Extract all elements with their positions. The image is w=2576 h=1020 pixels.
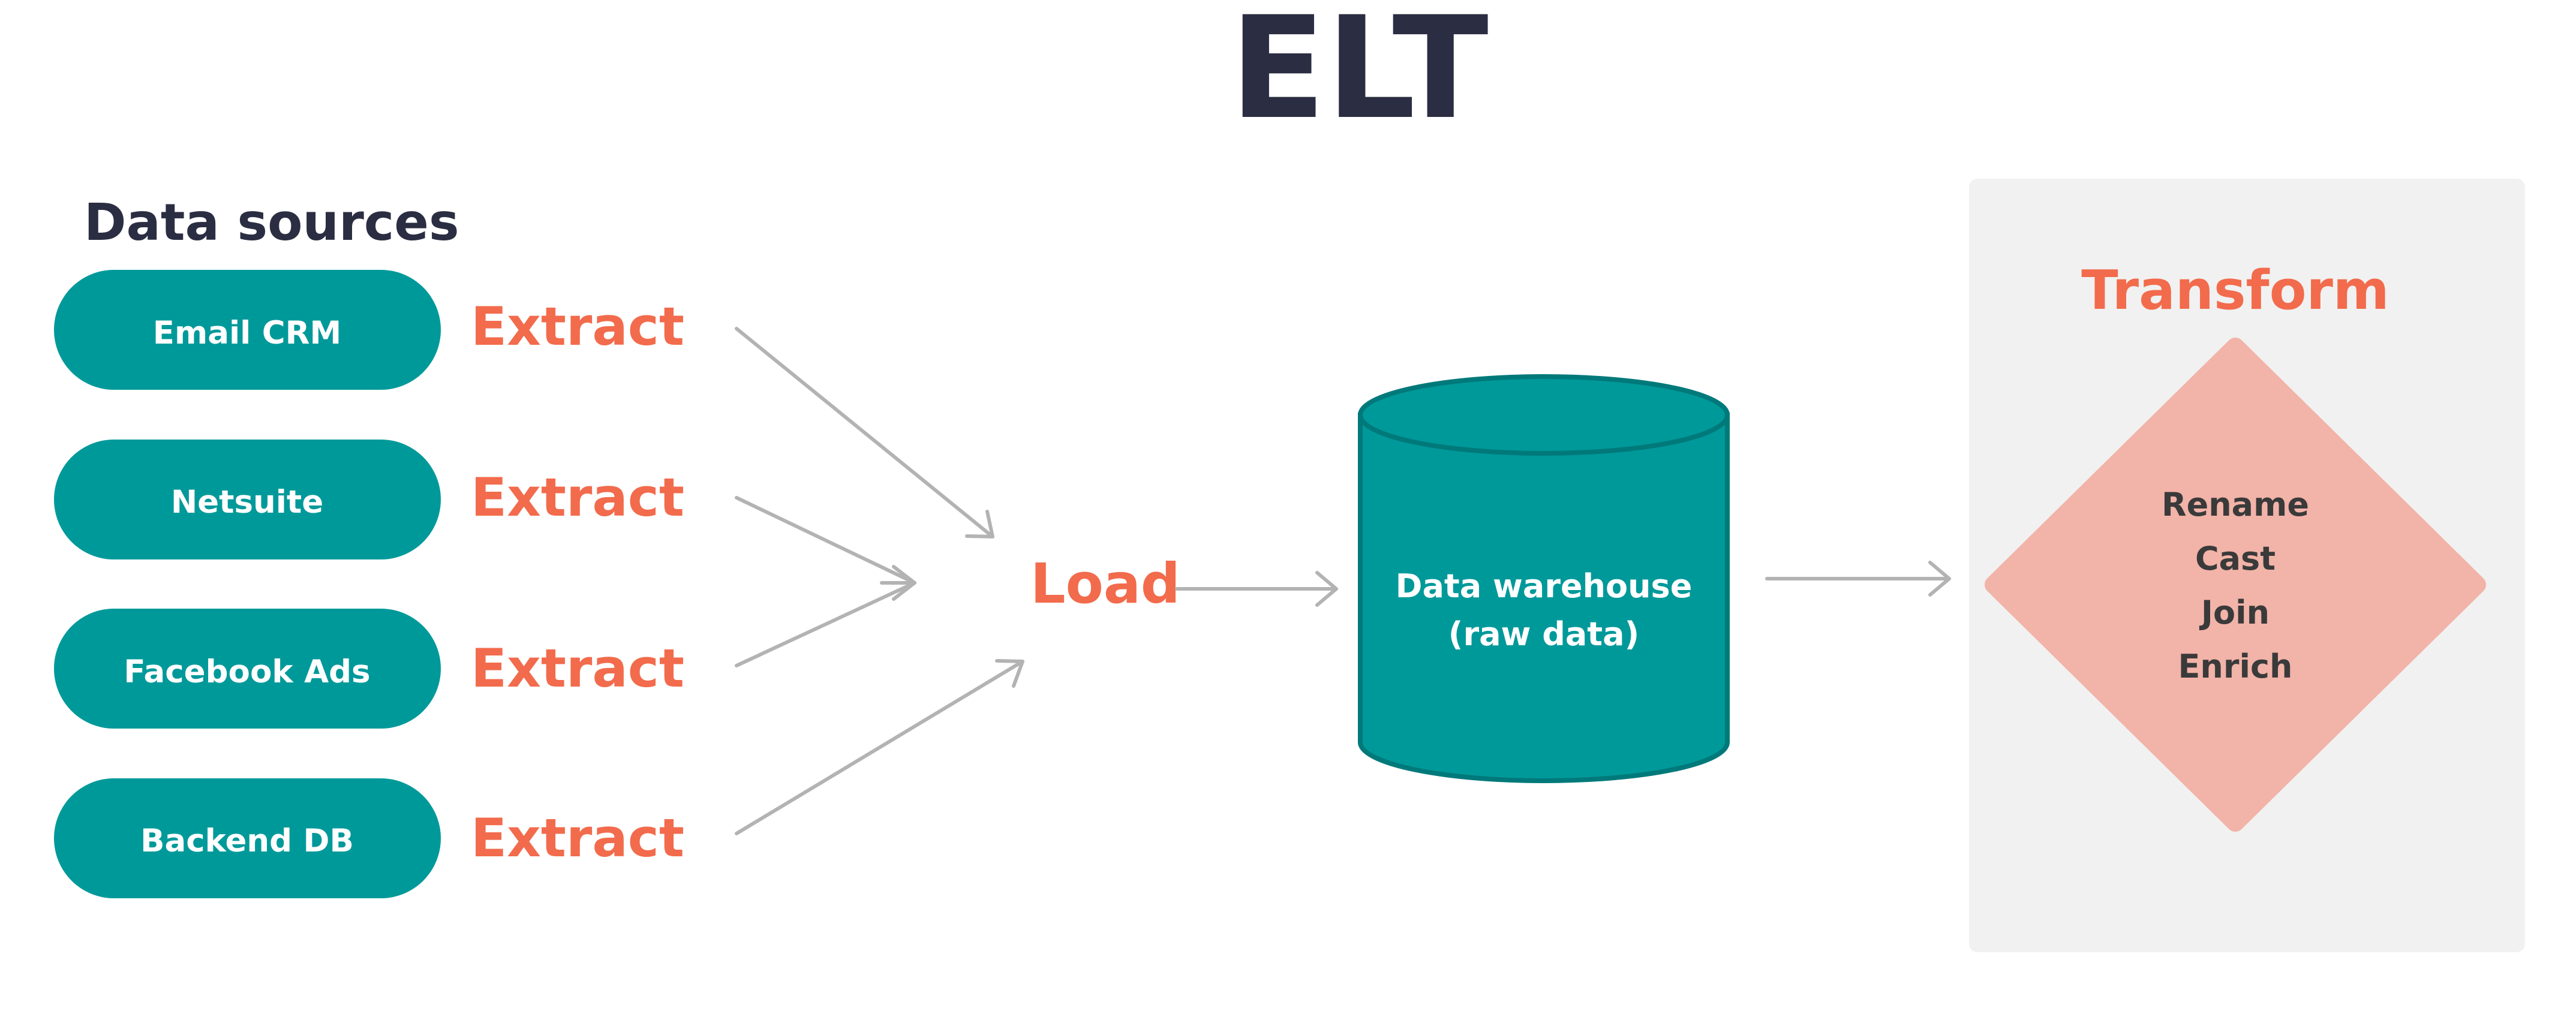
warehouse-label-line2: (raw data) [1448,615,1639,653]
extract-label: Extract [471,637,684,699]
extract-label: Extract [471,807,684,869]
transform-op-cast: Cast [2195,540,2276,577]
source-facebook-ads: Facebook Ads [54,609,441,729]
transform-panel: Transform Rename Cast Join Enrich [1969,179,2525,952]
warehouse-label-line1: Data warehouse [1396,567,1693,605]
transform-heading: Transform [2081,259,2389,322]
transform-op-rename: Rename [2162,486,2309,523]
data-warehouse-cylinder: Data warehouse (raw data) [1358,374,1730,783]
source-label: Email CRM [153,315,341,351]
source-email-crm: Email CRM [54,270,441,390]
load-label: Load [1030,552,1180,616]
extract-label: Extract [471,296,684,357]
source-pill [54,778,441,898]
extract-arrow [735,327,994,538]
source-label: Netsuite [171,484,323,520]
extract-label: Extract [471,467,684,528]
extract-arrow [735,659,1024,835]
sources-heading: Data sources [84,193,459,252]
source-pill [54,440,441,559]
source-backend-db: Backend DB [54,778,441,898]
transform-op-join: Join [2199,594,2270,631]
transform-arrow [1765,561,1951,597]
load-arrow [1175,571,1338,607]
source-label: Facebook Ads [124,654,370,690]
transform-diamond [1985,338,2486,832]
diagram-title: ELT [1230,0,1489,151]
source-pill [54,270,441,390]
extract-arrow [735,496,916,667]
source-pill [54,609,441,729]
source-label: Backend DB [140,823,354,859]
source-netsuite: Netsuite [54,440,441,559]
transform-op-enrich: Enrich [2178,648,2293,685]
